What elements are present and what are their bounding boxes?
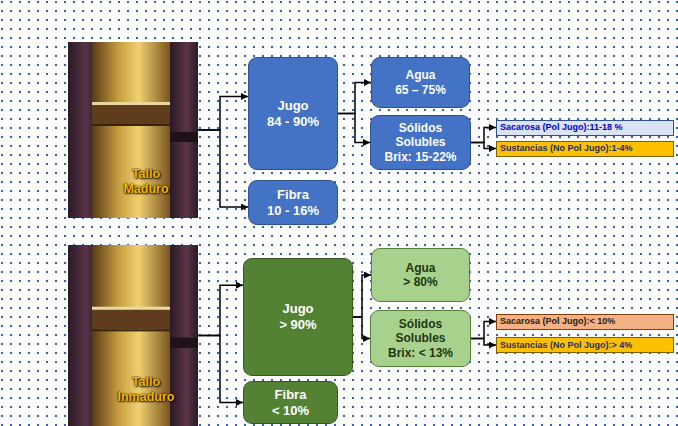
juice-box: Jugo> 90% bbox=[243, 258, 353, 376]
node-heading: Jugo bbox=[277, 98, 308, 114]
node-value: Brix: 15-22% bbox=[384, 150, 456, 164]
solids-box: Sólidos SolublesBrix: < 13% bbox=[370, 310, 471, 367]
node-heading: Agua bbox=[406, 261, 436, 275]
node-value: 65 – 75% bbox=[395, 83, 446, 97]
node-heading: Fibra bbox=[277, 187, 309, 203]
elbow-arrow bbox=[198, 285, 243, 335]
node-heading: Tallo Inmaduro bbox=[110, 375, 182, 404]
node-value: 10 - 16% bbox=[267, 203, 319, 219]
elbow-arrow bbox=[353, 275, 371, 317]
substances-box: Sustancias (No Pol Jugo):> 4% bbox=[496, 337, 674, 353]
node-heading: Agua bbox=[406, 68, 436, 82]
node-value: > 80% bbox=[403, 275, 437, 289]
elbow-arrow bbox=[471, 339, 496, 346]
elbow-arrow bbox=[471, 143, 496, 149]
node-heading: Sólidos Solubles bbox=[376, 317, 465, 346]
elbow-arrow bbox=[353, 317, 370, 339]
node-heading: Tallo Maduro bbox=[110, 167, 182, 196]
elbow-arrow bbox=[198, 97, 248, 130]
node-value: 84 - 90% bbox=[267, 114, 319, 130]
node-heading: Sacarosa (Pol Jugo):11-18 % bbox=[500, 122, 623, 133]
elbow-arrow bbox=[198, 336, 243, 403]
fiber-box: Fibra< 10% bbox=[243, 381, 338, 424]
water-box: Agua65 – 75% bbox=[371, 57, 470, 108]
elbow-arrow bbox=[338, 83, 371, 114]
substances-box: Sustancias (No Pol Jugo):1-4% bbox=[496, 141, 674, 157]
stalk-photo: Tallo Inmaduro bbox=[68, 245, 198, 426]
elbow-arrow bbox=[338, 114, 370, 143]
solids-box: Sólidos SolublesBrix: 15-22% bbox=[370, 115, 471, 170]
node-value: > 90% bbox=[279, 317, 316, 333]
sucrose-box: Sacarosa (Pol Jugo):< 10% bbox=[496, 314, 674, 330]
node-heading: Sacarosa (Pol Jugo):< 10% bbox=[500, 316, 615, 327]
elbow-arrow bbox=[198, 130, 248, 207]
stalk-photo: Tallo Maduro bbox=[68, 42, 198, 218]
elbow-arrow bbox=[471, 128, 496, 143]
sucrose-box: Sacarosa (Pol Jugo):11-18 % bbox=[496, 120, 674, 136]
node-heading: Jugo bbox=[282, 301, 313, 317]
water-box: Agua> 80% bbox=[371, 248, 470, 302]
node-value: Brix: < 13% bbox=[388, 346, 453, 360]
node-heading: Sólidos Solubles bbox=[376, 121, 465, 150]
node-heading: Sustancias (No Pol Jugo):1-4% bbox=[500, 143, 633, 154]
node-heading: Sustancias (No Pol Jugo):> 4% bbox=[500, 340, 632, 351]
elbow-arrow bbox=[471, 322, 496, 339]
fiber-box: Fibra10 - 16% bbox=[248, 180, 338, 225]
node-value: < 10% bbox=[272, 403, 309, 419]
node-heading: Fibra bbox=[275, 387, 307, 403]
juice-box: Jugo84 - 90% bbox=[248, 57, 338, 170]
